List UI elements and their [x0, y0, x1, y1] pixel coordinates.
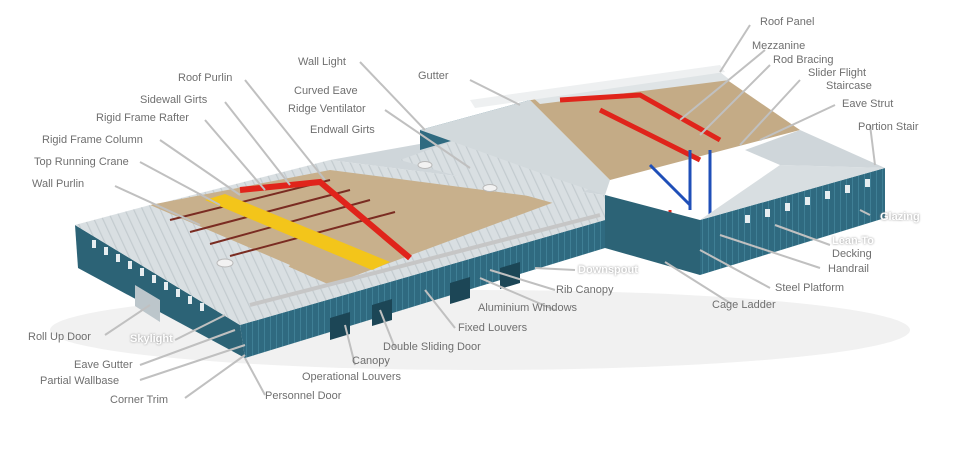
label-decking: Decking	[832, 248, 872, 260]
main-roof-right	[400, 135, 605, 205]
label-handrail: Handrail	[828, 263, 869, 275]
label-operational-louvers: Operational Louvers	[302, 371, 402, 383]
label-glazing: Glazing	[880, 211, 920, 223]
label-portion-stair: Portion Stair	[858, 121, 919, 133]
lean-to-roof-back	[745, 130, 885, 168]
label-eave-gutter: Eave Gutter	[74, 359, 133, 371]
label-rigid-frame-column: Rigid Frame Column	[42, 134, 143, 146]
top-gutter	[470, 65, 725, 108]
lean-to-endwall	[605, 195, 700, 275]
label-wall-purlin: Wall Purlin	[32, 178, 85, 190]
label-endwall-girts: Endwall Girts	[310, 124, 375, 136]
eave-gutter-line	[249, 213, 601, 307]
label-fixed-louvers: Fixed Louvers	[458, 322, 528, 334]
rigid-frames	[239, 178, 412, 261]
staircase-structure	[648, 150, 712, 215]
label-canopy: Canopy	[352, 355, 390, 367]
leader-lines	[104, 24, 876, 399]
endwall-windows	[92, 240, 204, 311]
label-mezzanine: Mezzanine	[752, 40, 806, 52]
label-roll-up-door: Roll Up Door	[28, 331, 91, 343]
label-downspout: Downspout	[578, 264, 638, 276]
label-steel-platform: Steel Platform	[775, 282, 845, 294]
label-cage-ladder: Cage Ladder	[712, 299, 776, 311]
label-roof-panel: Roof Panel	[760, 16, 815, 28]
upper-roof-left	[420, 100, 610, 195]
label-staircase: Staircase	[826, 80, 872, 92]
crane-beam	[205, 194, 390, 270]
label-eave-strut: Eave Strut	[842, 98, 894, 110]
label-personnel-door: Personnel Door	[265, 390, 342, 402]
label-partial-wallbase: Partial Wallbase	[40, 375, 120, 387]
main-roof-left	[75, 205, 290, 325]
label-slider-flight: Slider Flight	[808, 67, 867, 79]
label-aluminium-windows: Aluminium Windows	[478, 302, 578, 314]
lean-to-sidewall	[700, 168, 885, 275]
label-sidewall-girts: Sidewall Girts	[140, 94, 208, 106]
front-wall-openings	[330, 262, 520, 340]
lean-to-windows	[745, 179, 870, 223]
label-ridge-ventilator: Ridge Ventilator	[288, 103, 366, 115]
label-lean-to: Lean-To	[832, 235, 874, 247]
upper-ridge	[530, 72, 730, 104]
label-top-running-crane: Top Running Crane	[34, 156, 129, 168]
roll-up-door-shape	[135, 285, 160, 322]
skylights	[216, 161, 498, 268]
label-gutter: Gutter	[418, 70, 449, 82]
label-rib-canopy: Rib Canopy	[556, 284, 614, 296]
label-double-sliding-door: Double Sliding Door	[383, 341, 481, 353]
label-wall-light: Wall Light	[298, 56, 346, 68]
label-curved-eave: Curved Eave	[294, 85, 358, 97]
lean-to-roof	[700, 165, 885, 220]
upper-frames	[559, 92, 722, 163]
label-roof-purlin: Roof Purlin	[178, 72, 233, 84]
label-skylight: Skylight	[130, 333, 173, 345]
label-rod-bracing: Rod Bracing	[773, 54, 834, 66]
label-corner-trim: Corner Trim	[110, 394, 169, 406]
label-rigid-frame-rafter: Rigid Frame Rafter	[96, 112, 189, 124]
